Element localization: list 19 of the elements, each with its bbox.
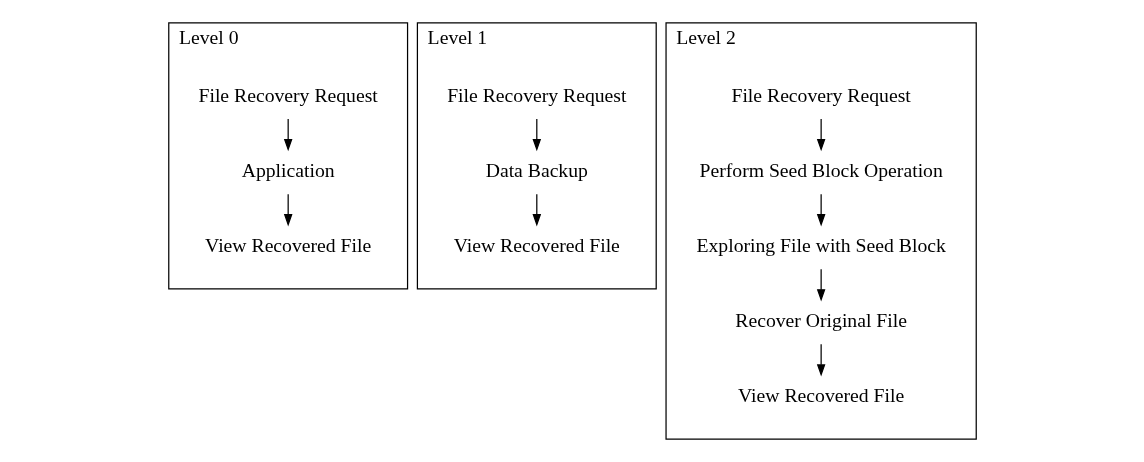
node-text: Data Backup	[485, 158, 588, 181]
node-text: View Recovered File	[453, 233, 620, 256]
node-text: File Recovery Request	[730, 83, 911, 106]
arrow	[816, 268, 825, 302]
node-text: Exploring File with Seed Block	[695, 233, 946, 256]
arrow	[532, 118, 541, 152]
arrow	[816, 118, 825, 152]
node-text: File Recovery Request	[446, 83, 626, 106]
node-text: View Recovered File	[737, 383, 904, 406]
arrow	[816, 343, 825, 377]
node-text: Recover Original File	[734, 308, 907, 331]
arrow	[283, 193, 292, 227]
node-text: View Recovered File	[204, 233, 371, 256]
arrow	[283, 118, 292, 152]
node-text: Application	[241, 158, 335, 181]
node-text: Perform Seed Block Operation	[698, 158, 943, 181]
node-text: File Recovery Request	[197, 83, 378, 106]
arrow	[532, 193, 541, 227]
arrow	[816, 193, 825, 227]
